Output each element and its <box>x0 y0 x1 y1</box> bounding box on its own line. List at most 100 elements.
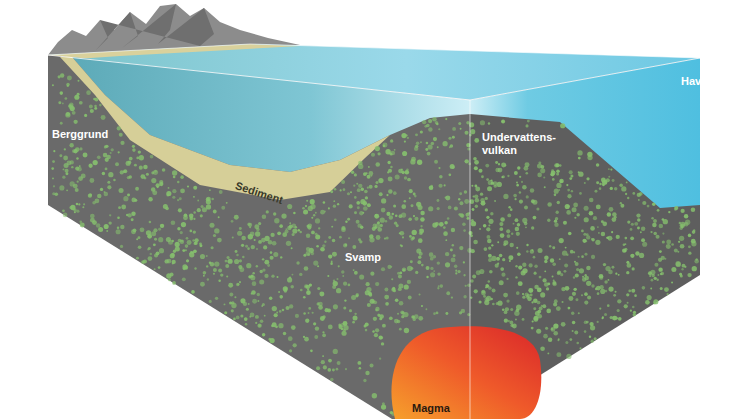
sponge-dot <box>86 90 91 95</box>
sponge-dot <box>564 263 568 267</box>
sponge-dot <box>407 266 412 271</box>
sponge-dot <box>529 263 533 267</box>
sponge-dot <box>306 200 308 202</box>
sponge-dot <box>531 199 535 203</box>
sponge-dot <box>574 261 576 263</box>
sponge-dot <box>574 331 578 335</box>
sponge-dot <box>620 204 624 208</box>
sponge-dot <box>459 311 462 314</box>
sponge-dot <box>618 317 622 321</box>
sponge-dot <box>418 316 423 321</box>
sponge-dot <box>412 230 417 235</box>
sponge-dot <box>567 194 571 198</box>
sponge-dot <box>439 175 443 179</box>
sponge-dot <box>652 223 657 228</box>
sponge-dot <box>373 317 377 321</box>
sponge-dot <box>237 231 242 236</box>
sponge-dot <box>399 328 402 331</box>
sponge-dot <box>495 264 499 268</box>
sponge-dot <box>596 163 599 166</box>
sponge-dot <box>58 101 61 104</box>
sponge-dot <box>333 280 335 282</box>
sponge-dot <box>554 194 557 197</box>
sponge-dot <box>485 284 489 288</box>
sponge-dot <box>501 120 503 122</box>
sponge-dot <box>252 281 257 286</box>
sponge-dot <box>557 272 561 276</box>
sponge-dot <box>571 312 574 315</box>
sponge-dot <box>395 298 399 302</box>
sponge-dot <box>675 261 680 266</box>
sediment-label: Sediment <box>234 179 285 207</box>
sponge-dot <box>569 338 572 341</box>
sponge-dot <box>328 254 332 258</box>
sponge-dot <box>563 221 567 225</box>
sponge-dot <box>292 224 296 228</box>
sponge-dot <box>295 314 299 318</box>
sponge-dot <box>332 369 335 372</box>
sponge-dot <box>405 170 409 174</box>
sponge-dot <box>104 145 107 148</box>
sponge-dot <box>584 274 586 276</box>
sponge-dot <box>623 243 626 246</box>
sponge-dot <box>557 339 559 341</box>
sponge-dot <box>99 104 102 107</box>
sponge-dot <box>288 336 293 341</box>
sponge-dot <box>127 176 130 179</box>
sponge-dot <box>239 227 242 230</box>
sponge-dot <box>590 226 595 231</box>
sponge-dot <box>375 181 378 184</box>
sponge-dot <box>631 289 635 293</box>
sponge-dot <box>259 325 261 327</box>
sponge-dot <box>445 252 449 256</box>
sponge-dot <box>514 198 516 200</box>
sponge-dot <box>642 201 646 205</box>
sponge-dot <box>556 306 561 311</box>
sponge-dot <box>563 270 566 273</box>
sponge-dot <box>579 268 584 273</box>
sponge-dot <box>681 268 683 270</box>
sponge-dot <box>110 152 112 154</box>
sponge-dot <box>250 275 255 280</box>
sponge-dot <box>509 321 513 325</box>
sponge-dot <box>340 189 342 191</box>
sponge-dot <box>214 261 219 266</box>
sponge-dot <box>147 234 152 239</box>
sponge-dot <box>584 206 589 211</box>
sponge-dot <box>659 224 663 228</box>
sponge-dot <box>190 251 193 254</box>
sponge-dot <box>610 187 613 190</box>
sponge-dot <box>483 295 486 298</box>
sponge-dot <box>586 233 589 236</box>
sponge-dot <box>642 242 647 247</box>
sponge-dot <box>269 338 274 343</box>
sponge-dot <box>617 309 620 312</box>
sponge-dot <box>543 334 548 339</box>
sponge-dot <box>554 299 558 303</box>
sponge-dot <box>207 278 209 280</box>
sponge-dot <box>146 173 149 176</box>
sponge-dot <box>266 210 269 213</box>
sponge-dot <box>513 194 517 198</box>
sponge-dot <box>426 266 430 270</box>
sponge-dot <box>330 378 334 382</box>
sponge-dot <box>418 238 423 243</box>
sponge-dot <box>437 207 440 210</box>
sponge-dot <box>209 300 212 303</box>
sponge-dot <box>193 218 195 220</box>
sponge-dot <box>136 157 139 160</box>
sponge-dot <box>410 260 413 263</box>
sponge-dot <box>503 293 508 298</box>
sponge-dot <box>631 223 634 226</box>
sponge-dot <box>74 95 79 100</box>
sponge-dot <box>486 178 489 181</box>
sponge-dot <box>368 171 373 176</box>
sponge-dot <box>303 254 306 257</box>
sponge-dot <box>509 260 511 262</box>
sponge-dot <box>151 178 156 183</box>
sponge-dot <box>104 224 109 229</box>
block-edge <box>48 44 250 55</box>
sponge-dot <box>129 157 133 161</box>
sponge-dot <box>536 329 541 334</box>
sponge-dot <box>62 102 64 104</box>
